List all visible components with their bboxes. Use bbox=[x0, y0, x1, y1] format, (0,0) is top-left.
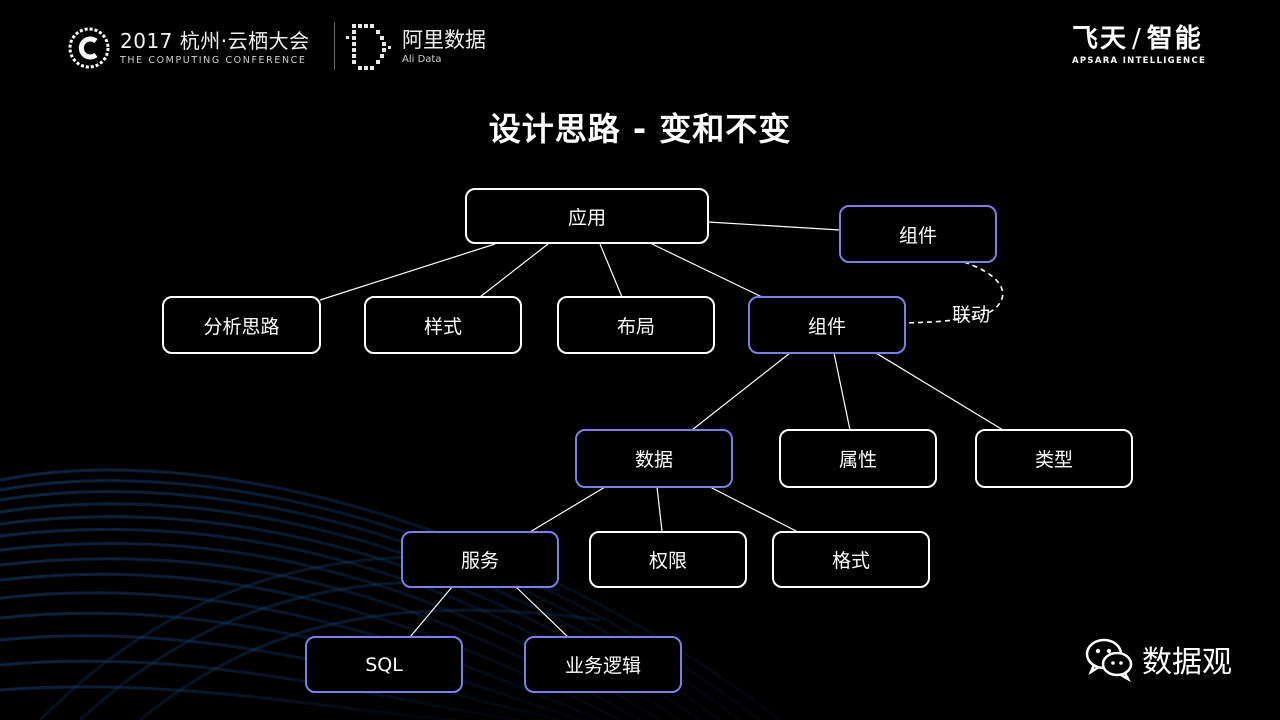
node-type: 类型 bbox=[975, 429, 1133, 488]
edge-app-analysis bbox=[319, 243, 496, 301]
edge-app-style bbox=[479, 243, 549, 298]
link-label: 联动 bbox=[952, 304, 991, 326]
node-sql: SQL bbox=[305, 636, 463, 693]
node-component: 组件 bbox=[748, 296, 906, 354]
edge-app-layout bbox=[599, 243, 623, 298]
ali-data-title: 阿里数据 bbox=[402, 27, 486, 52]
node-biz-logic: 业务逻辑 bbox=[524, 636, 682, 693]
edge-service-bizlogic bbox=[515, 586, 569, 638]
ali-data-logo: 阿里数据 Ali Data bbox=[346, 20, 486, 72]
edge-component-property bbox=[833, 352, 851, 431]
node-layout: 布局 bbox=[557, 296, 715, 354]
ali-data-subtitle: Ali Data bbox=[402, 53, 442, 65]
edge-data-format bbox=[709, 486, 799, 533]
node-property: 属性 bbox=[779, 429, 937, 488]
apsara-subtitle: APSARA INTELLIGENCE bbox=[1072, 56, 1207, 66]
brand-slash: / bbox=[1132, 24, 1143, 54]
edge-data-service bbox=[529, 486, 606, 533]
node-service: 服务 bbox=[401, 531, 559, 588]
node-component-linked: 组件 bbox=[839, 205, 997, 263]
ali-data-icon bbox=[346, 24, 391, 70]
cloud-conference-icon bbox=[68, 27, 110, 69]
brand-right-text: 智能 bbox=[1146, 24, 1203, 54]
brand-left-text: 飞天 bbox=[1072, 24, 1129, 54]
apsara-title: 飞天/智能 bbox=[1072, 24, 1214, 54]
node-data: 数据 bbox=[575, 429, 733, 488]
apsara-logo: 飞天/智能 APSARA INTELLIGENCE bbox=[1072, 24, 1214, 66]
edge-data-permission bbox=[656, 486, 663, 532]
node-analysis: 分析思路 bbox=[162, 296, 321, 354]
edge-service-sql bbox=[409, 586, 453, 638]
slide-title: 设计思路 - 变和不变 bbox=[488, 110, 792, 148]
edge-app-component bbox=[651, 243, 763, 298]
conference-subtitle: THE COMPUTING CONFERENCE bbox=[120, 55, 307, 66]
conference-logo: 2017 杭州·云栖大会 THE COMPUTING CONFERENCE bbox=[68, 20, 310, 76]
node-style: 样式 bbox=[364, 296, 522, 354]
wechat-watermark: 数据观 bbox=[1084, 636, 1232, 682]
conference-title: 2017 杭州·云栖大会 bbox=[120, 29, 310, 53]
node-permission: 权限 bbox=[589, 531, 747, 588]
edge-component-data bbox=[691, 352, 791, 431]
node-format: 格式 bbox=[772, 531, 930, 588]
edge-app-component-linked bbox=[707, 221, 841, 231]
node-app: 应用 bbox=[465, 188, 709, 244]
wechat-icon bbox=[1085, 638, 1133, 682]
watermark-text: 数据观 bbox=[1142, 645, 1232, 680]
edge-component-type bbox=[875, 352, 1004, 431]
edge-link-dashed bbox=[905, 261, 1004, 324]
header-divider bbox=[334, 22, 335, 70]
